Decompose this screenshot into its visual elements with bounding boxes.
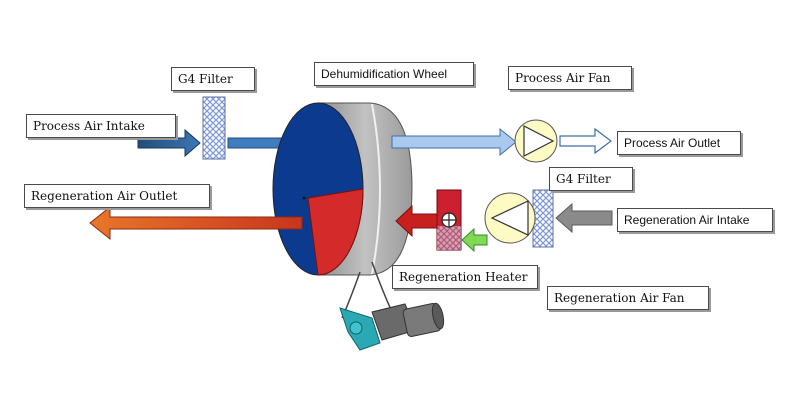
process-air-to-fan-arrow bbox=[391, 127, 517, 157]
process-air-outlet-label: Process Air Outlet bbox=[617, 131, 741, 155]
gear-motor bbox=[371, 302, 445, 341]
regeneration-sector bbox=[307, 188, 364, 276]
regeneration-g4-filter bbox=[532, 189, 554, 248]
process-air-intake-arrow bbox=[137, 128, 201, 158]
process-air-intake-label: Process Air Intake bbox=[26, 114, 176, 138]
g4-filter-regeneration-label: G4 Filter bbox=[549, 167, 633, 191]
regeneration-air-outlet-arrow bbox=[89, 205, 303, 241]
process-g4-filter bbox=[202, 96, 226, 160]
regeneration-air-outlet-label: Regeneration Air Outlet bbox=[24, 184, 210, 208]
heater-to-wheel-arrow bbox=[395, 204, 438, 238]
g4-filter-process-label: G4 Filter bbox=[171, 67, 255, 91]
fan-to-heater-arrow bbox=[461, 227, 488, 253]
process-air-outlet-arrow bbox=[559, 127, 612, 155]
dehumidification-wheel-label: Dehumidification Wheel bbox=[314, 62, 474, 86]
regeneration-heater-label: Regeneration Heater bbox=[392, 265, 538, 289]
regeneration-air-intake-label: Regeneration Air Intake bbox=[617, 208, 773, 232]
regeneration-air-intake-arrow bbox=[555, 202, 613, 234]
regeneration-air-fan-label: Regeneration Air Fan bbox=[547, 286, 709, 310]
process-air-fan-label: Process Air Fan bbox=[508, 66, 632, 90]
